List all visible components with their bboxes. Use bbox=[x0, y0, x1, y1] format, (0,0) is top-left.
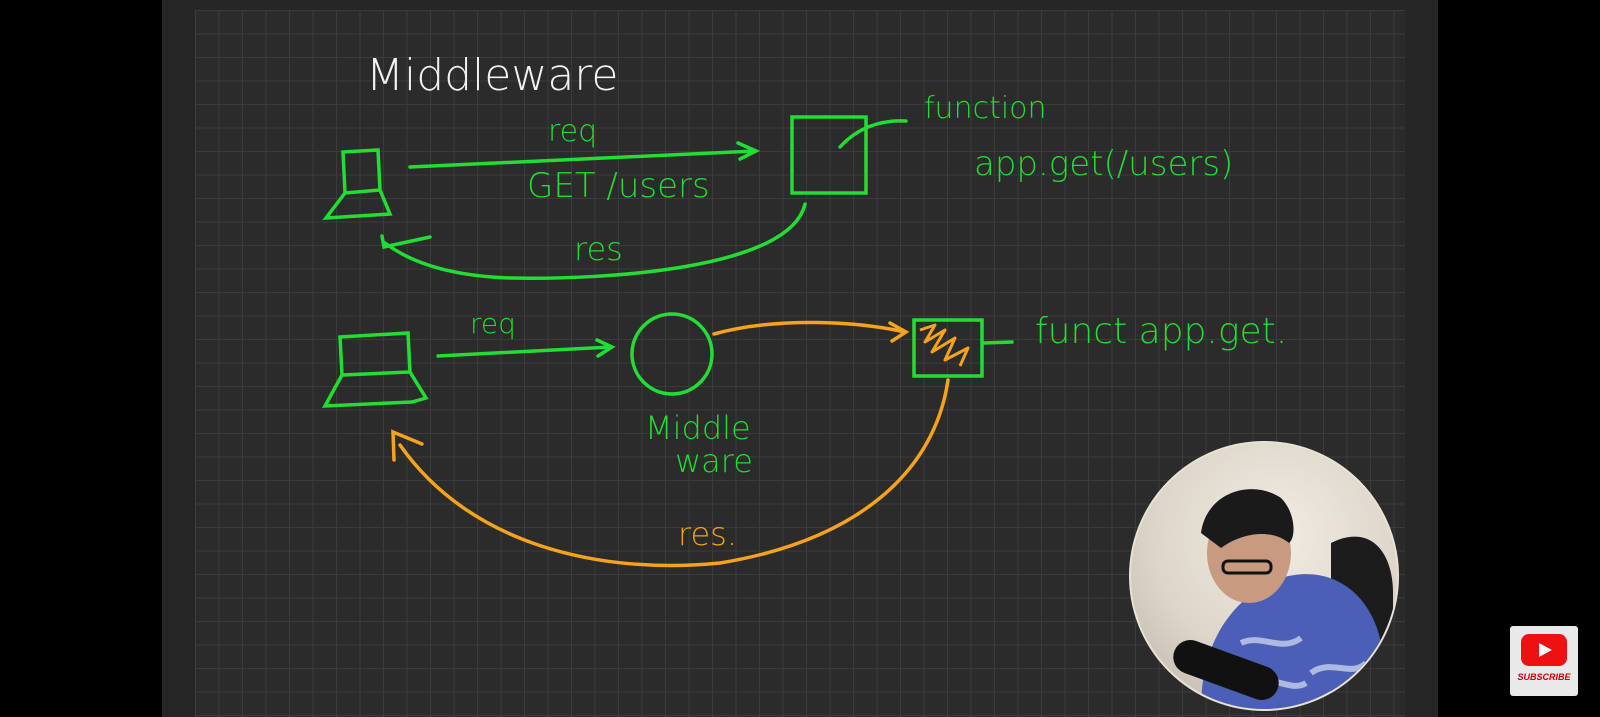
handler-connector-top bbox=[838, 119, 908, 149]
handler-connector-bottom bbox=[982, 340, 1014, 345]
handler-code-top: app.get(/users) bbox=[974, 144, 1233, 184]
middleware-to-handler-arrow bbox=[712, 320, 910, 343]
client-laptop-bottom bbox=[321, 331, 429, 408]
handler-label-bottom: funct app.get. bbox=[1035, 311, 1287, 352]
route-label: GET /users bbox=[527, 166, 710, 206]
client-laptop-top bbox=[322, 148, 393, 220]
presenter-glasses bbox=[1221, 559, 1273, 575]
request-arrow-top bbox=[408, 141, 761, 169]
subscribe-button[interactable]: SUBSCRIBE bbox=[1510, 626, 1578, 696]
handler-box-bottom bbox=[912, 318, 984, 378]
request-label-top: req bbox=[548, 114, 597, 149]
handler-box-top bbox=[790, 115, 868, 195]
handler-label-top: function bbox=[924, 91, 1047, 126]
request-arrow-bottom bbox=[436, 338, 616, 358]
microphone bbox=[1173, 640, 1279, 700]
middleware-label-line1: Middle bbox=[645, 409, 751, 447]
response-arrow-top bbox=[380, 202, 807, 280]
response-label-top: res bbox=[574, 230, 623, 268]
presenter-hair bbox=[1201, 489, 1294, 548]
response-arrow-bottom bbox=[391, 378, 950, 568]
handler-scribble bbox=[919, 323, 970, 367]
middleware-label-line2: ware bbox=[675, 442, 753, 480]
youtube-play-icon bbox=[1521, 634, 1567, 666]
request-label-bottom: req bbox=[470, 307, 516, 340]
middleware-circle bbox=[630, 312, 714, 396]
response-label-bottom: res. bbox=[678, 515, 737, 553]
diagram-title: Middleware bbox=[366, 50, 618, 101]
subscribe-label: SUBSCRIBE bbox=[1517, 672, 1571, 682]
presenter-webcam bbox=[1129, 441, 1399, 711]
